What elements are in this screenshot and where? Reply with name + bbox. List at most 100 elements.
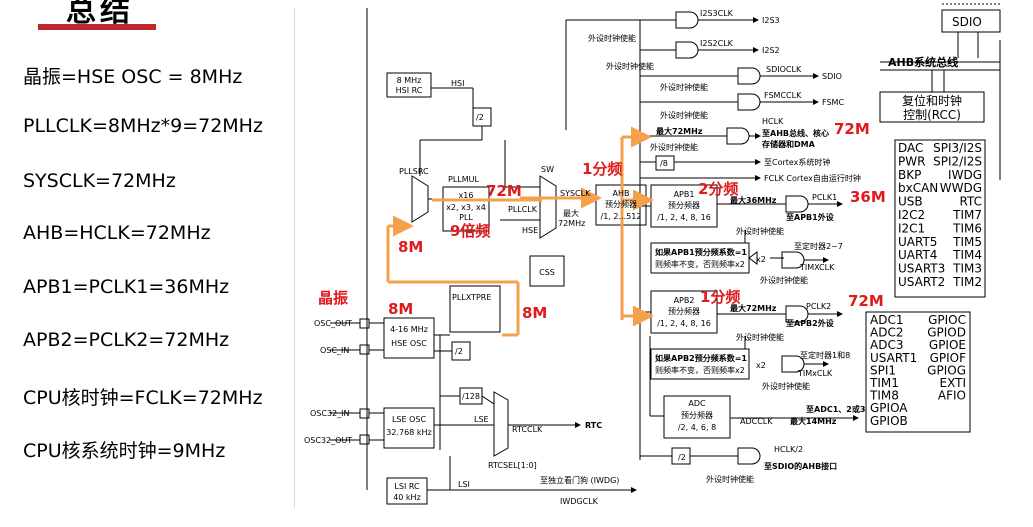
sdio-ahb-label: 至SDIO的AHB接口 xyxy=(764,461,837,471)
pll-label: x2, x3, x4 xyxy=(446,203,486,212)
timer18-label: 至定时器1和8 xyxy=(800,350,850,360)
timxclk2-label: TIMxCLK xyxy=(797,369,833,378)
summary-line: SYSCLK=72MHz xyxy=(23,170,176,192)
sw-label: SW xyxy=(541,165,554,174)
hse-label: HSE xyxy=(522,226,538,235)
periph-enable-label: 外设时钟使能 xyxy=(760,275,808,285)
ahb-label: AHB xyxy=(613,189,630,198)
apb2-note: 如果APB2预分频系数=1 xyxy=(655,353,747,363)
sdioclk-label: SDIOCLK xyxy=(766,65,802,74)
adcclk-label: ADCCLK xyxy=(740,417,773,426)
peripheral-name: I2C1 xyxy=(898,221,925,235)
peripheral-name: UART4 xyxy=(898,248,937,262)
periph-enable-label: 外设时钟使能 xyxy=(706,474,754,484)
periph-enable-label: 外设时钟使能 xyxy=(762,381,810,391)
apb2-label: 预分频器 xyxy=(668,306,700,316)
peripheral-name: SPI2/I2S xyxy=(933,154,982,168)
peripheral-boxes: SDIO AHB系统总线 复位和时钟 控制(RCC) DACPWRBKPbxCA… xyxy=(869,15,982,428)
sysclk-label: SYSCLK xyxy=(560,189,591,198)
i2s3clk-label: I2S3CLK xyxy=(700,9,734,18)
pllclk-label: PLLCLK xyxy=(508,205,538,214)
timer27-label: 至定时器2~7 xyxy=(794,241,843,251)
title-underline xyxy=(38,24,156,30)
summary-line: 晶振=HSE OSC = 8MHz xyxy=(23,66,243,88)
apb1-label: 预分频器 xyxy=(668,200,700,210)
div8-label: /8 xyxy=(660,159,668,168)
lse-label: LSE xyxy=(474,415,489,424)
sdio-box-label: SDIO xyxy=(952,15,982,29)
fsmc-label: FSMC xyxy=(822,98,844,107)
annotations: 晶振 8M 8M 8M 9倍频 72M 1分频 72M 2分频 36M 1分频 … xyxy=(318,120,886,322)
periph-enable-label: 外设时钟使能 xyxy=(650,142,698,152)
hsi-label: HSI xyxy=(451,79,464,88)
pll-label: x16 xyxy=(459,191,474,200)
highlight-path xyxy=(386,126,654,337)
peripheral-name: IWDG xyxy=(948,168,982,182)
hclk-note: 至AHB总线、核心 xyxy=(762,128,829,138)
pclk2-note: 至APB2外设 xyxy=(786,318,834,328)
peripheral-name: GPIOF xyxy=(930,351,967,365)
peripheral-name: BKP xyxy=(898,168,921,182)
peripheral-name: SPI1 xyxy=(870,363,896,377)
adc-label: 预分频器 xyxy=(681,410,713,420)
summary-panel: 总结 晶振=HSE OSC = 8MHz PLLCLK=8MHz*9=72MHz… xyxy=(0,0,295,527)
osc32-out-label: OSC32_OUT xyxy=(304,436,352,445)
peripheral-name: ADC3 xyxy=(870,338,903,352)
ahb-label: 预分频器 xyxy=(605,199,637,209)
ahb-label: /1, 2...512 xyxy=(601,212,642,221)
diagram-labels: 8 MHz HSI RC HSI /2 PLLSRC PLLMUL x16 x2… xyxy=(304,9,865,506)
annotation-ahb-div1: 1分频 xyxy=(582,160,622,178)
div2-label: /2 xyxy=(678,453,686,462)
hclk-label: HCLK xyxy=(762,117,784,126)
summary-line: AHB=HCLK=72MHz xyxy=(23,222,211,244)
timxclk-label: TIMXCLK xyxy=(799,263,835,272)
ahb-bus-label: AHB系统总线 xyxy=(888,55,958,69)
rcc-label: 复位和时钟 xyxy=(902,93,962,108)
peripheral-name: TIM2 xyxy=(952,275,982,289)
osc-in-label: OSC_IN xyxy=(320,346,349,355)
peripheral-name: UART5 xyxy=(898,235,937,249)
peripheral-name: TIM3 xyxy=(952,262,982,276)
periph-enable-label: 外设时钟使能 xyxy=(736,226,784,236)
iwdgclk-label: IWDGCLK xyxy=(560,497,599,506)
div2-label: /2 xyxy=(455,347,463,356)
peripheral-name: GPIOE xyxy=(929,338,966,352)
peripheral-name: TIM5 xyxy=(952,235,982,249)
annotation-mul9: 9倍频 xyxy=(450,222,490,240)
rcc-label: 控制(RCC) xyxy=(903,108,961,122)
peripheral-name: ADC2 xyxy=(870,326,903,340)
summary-line: CPU核时钟=FCLK=72MHz xyxy=(23,387,263,409)
pllmul-label: PLLMUL xyxy=(448,175,479,184)
peripheral-name: RTC xyxy=(960,195,982,209)
summary-line: APB2=PCLK2=72MHz xyxy=(23,329,230,351)
peripheral-name: USART2 xyxy=(898,275,945,289)
css-label: CSS xyxy=(539,268,555,277)
lsi-rc-label: LSI RC xyxy=(394,482,420,491)
lse-osc-label: 32.768 kHz xyxy=(386,428,431,437)
annotation-pll-in-8m: 8M xyxy=(398,238,423,256)
peripheral-name: TIM8 xyxy=(869,389,899,403)
iwdg-note: 至独立看门狗 (IWDG) xyxy=(540,475,619,485)
peripheral-name: ADC1 xyxy=(870,313,903,327)
max36-label: 最大36MHz xyxy=(730,195,777,205)
periph-enable-label: 外设时钟使能 xyxy=(588,33,636,43)
i2s2-label: I2S2 xyxy=(762,46,780,55)
sdio-label: SDIO xyxy=(822,72,842,81)
annotation-xtpre-8m: 8M xyxy=(522,304,547,322)
summary-line: APB1=PCLK1=36MHz xyxy=(23,276,230,298)
pclk1-note: 至APB1外设 xyxy=(786,212,834,222)
peripheral-name: GPIOD xyxy=(927,326,966,340)
hsi-rc-label: 8 MHz xyxy=(397,76,422,85)
i2s2clk-label: I2S2CLK xyxy=(700,39,734,48)
max72-label: 72MHz xyxy=(558,219,585,228)
peripheral-name: I2C2 xyxy=(898,208,925,222)
apb2-label: /1, 2, 4, 8, 16 xyxy=(657,319,711,328)
peripheral-name: GPIOB xyxy=(870,414,908,428)
summary-line: CPU核系统时钟=9MHz xyxy=(23,440,226,462)
apb2-note: 则频率不变，否则频率x2 xyxy=(655,365,745,375)
i2s3-label: I2S3 xyxy=(762,16,780,25)
rtc-label: RTC xyxy=(585,421,602,430)
fclk-label: FCLK Cortex自由运行时钟 xyxy=(764,173,861,183)
div2-label: /2 xyxy=(476,113,484,122)
annotation-apb2-72m: 72M xyxy=(848,292,884,310)
